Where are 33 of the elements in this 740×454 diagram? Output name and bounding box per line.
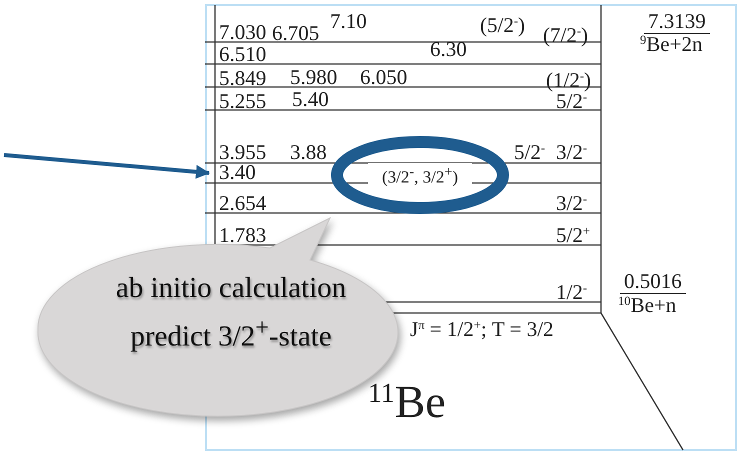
level-energy: 5.980 — [290, 66, 338, 89]
threshold-label: $^{9}$Be+2n — [640, 33, 702, 56]
spin-parity: (1/2$^{-}$) — [546, 69, 592, 92]
threshold-energy: 7.3139 — [644, 10, 710, 34]
level-energy: 7.10 — [330, 10, 367, 33]
state-note: J$^{π}$ = 1/2$^{+}$; T = 3/2 — [410, 318, 554, 341]
level-energy: 5.255 — [219, 90, 266, 113]
level-energy: 5.40 — [292, 88, 329, 111]
level-energy: 6.705 — [272, 22, 320, 45]
level-energy: 3.955 — [219, 141, 266, 164]
level-energy: 5.849 — [219, 67, 266, 90]
level-energy: 1.783 — [219, 224, 266, 247]
nucleus-symbol: $^{11}$Be — [368, 378, 446, 426]
callout-text: ab initio calculation predict 3/2$^{+}$-state — [114, 271, 348, 355]
spin-parity: 3/2$^{-}$ — [556, 192, 588, 215]
level-energy: 2.654 — [219, 192, 266, 215]
spin-parity: 5/2$^{+}$ — [556, 224, 590, 247]
threshold-label: $^{10}$Be+n — [618, 294, 676, 317]
arrow — [4, 153, 210, 179]
level-energy: 6.510 — [219, 43, 266, 66]
level-energy: 7.030 — [219, 21, 266, 44]
spin-parity: (5/2$^{-}$) — [480, 14, 526, 37]
threshold-energy: 0.5016 — [620, 270, 686, 294]
spin-parity: (3/2$^{-}$, 3/2$^{+}$) — [368, 163, 472, 187]
level-energy: 3.88 — [290, 141, 327, 164]
spin-parity: 5/2$^{-}$ — [514, 141, 546, 164]
level-energy: 6.30 — [430, 38, 467, 61]
spin-parity: 1/2$^{-}$ — [556, 281, 588, 304]
level-energy: 3.40 — [219, 161, 256, 183]
spin-parity: (7/2$^{-}$) — [543, 24, 588, 47]
spin-parity: 3/2$^{-}$ — [556, 141, 588, 164]
spin-parity: 5/2$^{-}$ — [556, 90, 588, 113]
level-energy: 6.050 — [360, 66, 408, 89]
